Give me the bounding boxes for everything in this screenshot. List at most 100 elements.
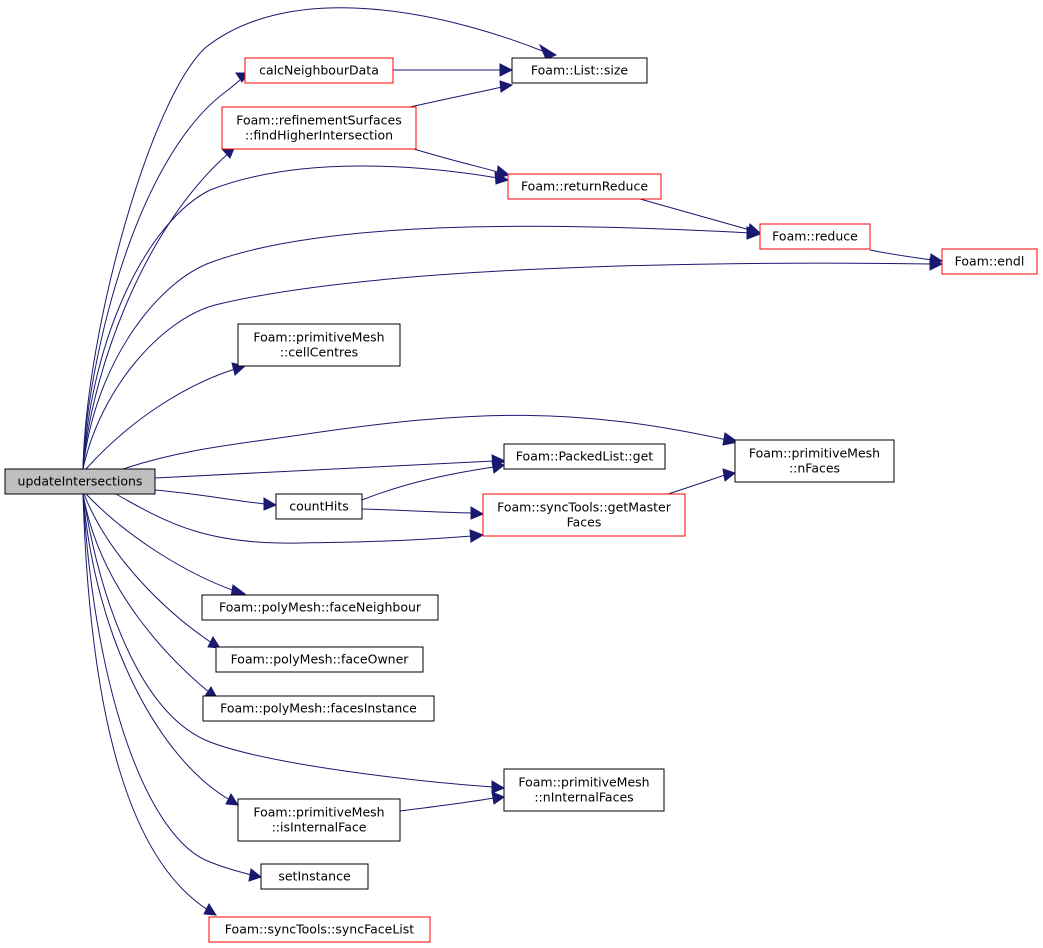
- edge-line: [82, 77, 243, 470]
- node-label-line: Foam::syncTools::getMaster: [497, 500, 672, 515]
- edge-line: [115, 493, 473, 544]
- node-label-line: Faces: [567, 515, 602, 530]
- edge-n0-to-n13: [83, 493, 221, 649]
- edge-arrowhead-icon: [722, 432, 740, 446]
- node-n13[interactable]: Foam::polyMesh::faceOwner: [215, 646, 424, 673]
- edge-line: [82, 493, 252, 876]
- edge-line: [154, 460, 495, 479]
- edge-line: [361, 508, 474, 514]
- edge-arrowhead-icon: [722, 468, 737, 482]
- node-box: [759, 223, 871, 250]
- node-label-line: Foam::polyMesh::faceOwner: [231, 652, 410, 667]
- edge-line: [85, 368, 236, 470]
- node-label-line: Foam::polyMesh::faceNeighbour: [219, 600, 422, 615]
- edge-n4-to-n5: [639, 198, 762, 237]
- node-n14[interactable]: Foam::polyMesh::facesInstance: [202, 695, 435, 722]
- node-n15[interactable]: Foam::primitiveMesh::nInternalFaces: [503, 768, 665, 812]
- node-label-line: updateIntersections: [18, 474, 143, 489]
- node-label-line: Foam::returnReduce: [521, 179, 648, 194]
- node-label-line: countHits: [289, 499, 349, 514]
- node-box: [244, 57, 394, 84]
- edge-arrowhead-icon: [929, 253, 944, 267]
- node-box: [260, 863, 369, 890]
- node-label-line: Foam::List::size: [531, 63, 628, 78]
- edge-line: [869, 249, 933, 261]
- edge-line: [409, 86, 503, 108]
- edge-n0-to-n7: [85, 362, 247, 470]
- edge-n0-to-n4: [82, 165, 510, 470]
- node-label-line: Foam::syncTools::syncFaceList: [225, 922, 414, 937]
- node-n12[interactable]: Foam::polyMesh::faceNeighbour: [201, 594, 439, 621]
- edge-n3-to-n4: [413, 148, 511, 179]
- node-n3[interactable]: Foam::refinementSurfaces::findHigherInte…: [221, 106, 417, 150]
- edge-n0-to-n10: [154, 489, 278, 511]
- edge-n0-to-n11: [115, 493, 485, 544]
- edge-line: [82, 493, 494, 788]
- node-n10[interactable]: countHits: [275, 493, 363, 520]
- node-box: [221, 106, 417, 150]
- edge-n11-to-n8: [667, 468, 737, 495]
- edge-line: [667, 474, 726, 495]
- node-label-line: calcNeighbourData: [259, 63, 379, 78]
- edge-n16-to-n15: [399, 791, 506, 812]
- node-n9[interactable]: Foam::PackedList::get: [503, 443, 666, 470]
- node-box: [215, 646, 424, 673]
- node-label-line: ::cellCentres: [280, 345, 358, 360]
- node-n2[interactable]: Foam::List::size: [511, 57, 648, 84]
- edge-line: [82, 493, 209, 911]
- node-box: [503, 768, 665, 812]
- edge-n0-to-n15: [82, 493, 506, 794]
- edge-arrowhead-icon: [491, 791, 506, 805]
- edge-line: [82, 165, 499, 470]
- node-label-line: ::findHigherIntersection: [245, 128, 393, 143]
- node-n4[interactable]: Foam::returnReduce: [507, 173, 662, 200]
- node-n1[interactable]: calcNeighbourData: [244, 57, 394, 84]
- edge-line: [85, 493, 236, 592]
- edge-arrowhead-icon: [248, 868, 263, 882]
- node-n18[interactable]: Foam::syncTools::syncFaceList: [208, 916, 431, 943]
- node-box: [734, 439, 895, 483]
- edge-arrowhead-icon: [491, 460, 506, 474]
- node-box: [4, 468, 156, 495]
- edge-line: [83, 493, 213, 644]
- node-label-line: Foam::refinementSurfaces: [236, 113, 402, 128]
- edge-line: [82, 493, 211, 694]
- edge-n0-to-n14: [82, 493, 218, 699]
- node-box: [201, 594, 439, 621]
- edge-line: [82, 493, 231, 801]
- node-n16[interactable]: Foam::primitiveMesh::isInternalFace: [237, 798, 401, 842]
- edge-arrowhead-icon: [746, 223, 762, 237]
- node-box: [503, 443, 666, 470]
- node-n6[interactable]: Foam::endl: [941, 248, 1038, 275]
- node-n7[interactable]: Foam::primitiveMesh::cellCentres: [237, 323, 401, 367]
- node-label-line: Foam::PackedList::get: [516, 449, 653, 464]
- node-label-line: ::nFaces: [789, 461, 840, 476]
- edge-arrowhead-icon: [203, 902, 217, 916]
- edge-line: [639, 198, 751, 231]
- edge-n0-to-n12: [85, 493, 247, 598]
- edge-n0-to-n5: [82, 225, 762, 470]
- node-box: [237, 798, 401, 842]
- edge-arrowhead-icon: [225, 792, 239, 806]
- edge-arrowhead-icon: [470, 506, 485, 520]
- node-n17[interactable]: setInstance: [260, 863, 369, 890]
- edge-arrowhead-icon: [496, 165, 511, 179]
- edge-n0-to-n3: [82, 145, 236, 470]
- edge-n0-to-n18: [82, 493, 217, 916]
- edge-n10-to-n9: [361, 460, 506, 501]
- node-n8[interactable]: Foam::primitiveMesh::nFaces: [734, 439, 895, 483]
- edge-arrowhead-icon: [469, 529, 485, 543]
- edge-line: [154, 489, 266, 505]
- node-box: [237, 323, 401, 367]
- node-box: [275, 493, 363, 520]
- node-label-line: Foam::endl: [955, 254, 1025, 269]
- node-label-line: Foam::primitiveMesh: [518, 775, 649, 790]
- edges-layer: [82, 7, 944, 916]
- node-label-line: ::isInternalFace: [272, 820, 367, 835]
- edge-line: [413, 148, 499, 173]
- node-label-line: Foam::primitiveMesh: [253, 330, 384, 345]
- node-n5[interactable]: Foam::reduce: [759, 223, 871, 250]
